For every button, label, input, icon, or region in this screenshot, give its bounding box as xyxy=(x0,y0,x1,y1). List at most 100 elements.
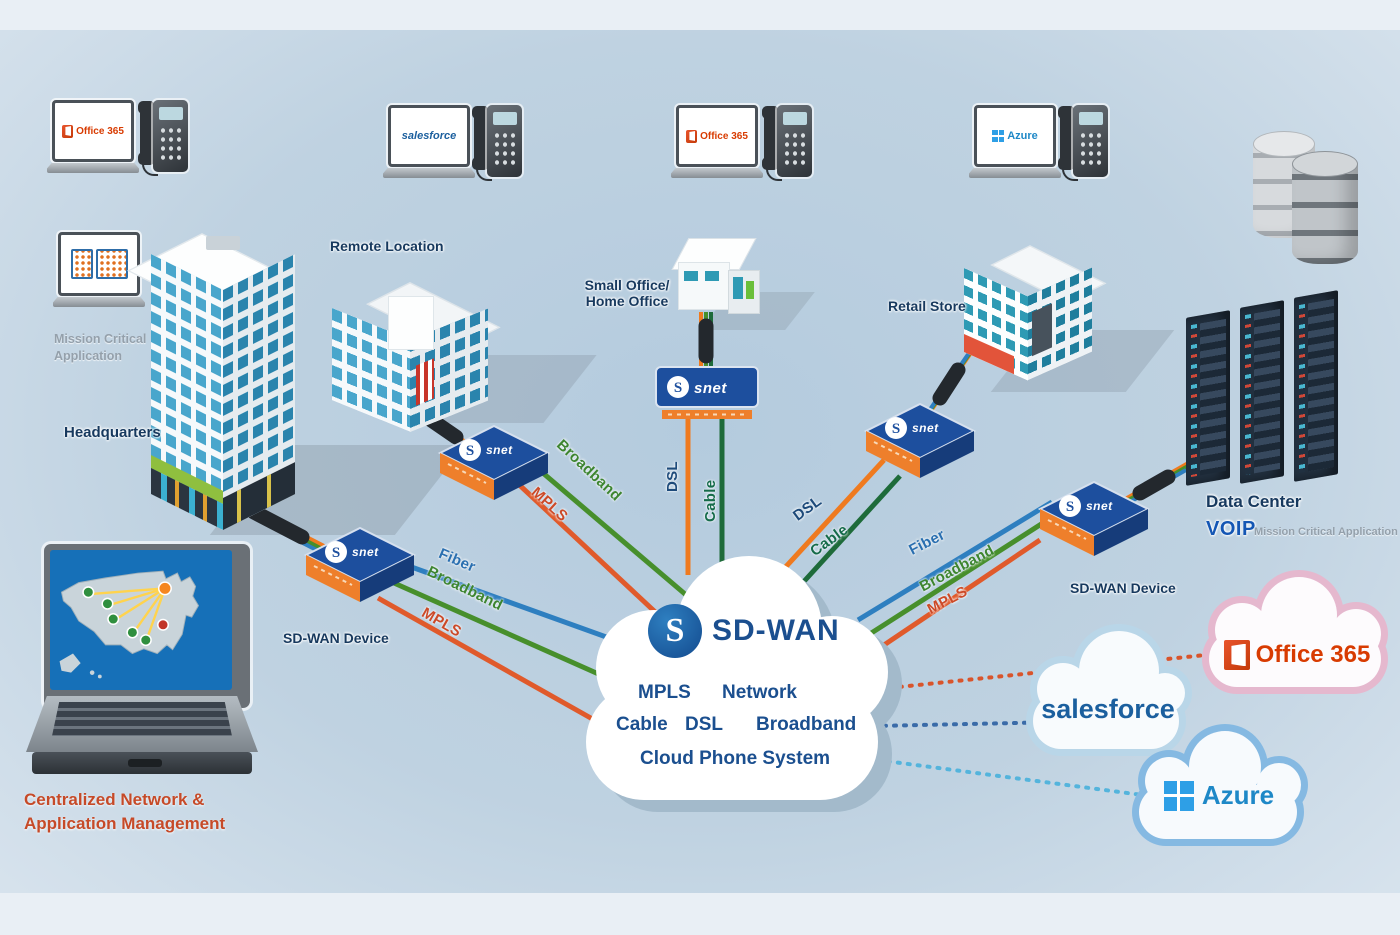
salesforce-cloud-label: salesforce xyxy=(1041,694,1175,724)
database-cylinder-front xyxy=(1292,151,1358,264)
laptop-screen: Office 365 xyxy=(676,105,758,167)
laptop-base xyxy=(383,168,475,178)
mission-critical-label-1: Mission Critical xyxy=(54,332,147,346)
sdwan-device-remote: S snet xyxy=(432,420,554,513)
house-front xyxy=(678,262,730,310)
office365-logo-icon xyxy=(62,124,74,138)
dotted-salesforce-line xyxy=(872,720,1064,728)
server-rack xyxy=(1186,310,1230,486)
azure-cloud: Azure xyxy=(1128,718,1310,858)
hq-base-right xyxy=(223,462,295,530)
salesforce-cloud: salesforce xyxy=(1022,618,1194,770)
remote-entry-detail xyxy=(416,358,434,406)
cloud-body xyxy=(1261,577,1337,653)
laptop-screen-label: Azure xyxy=(1007,130,1038,142)
desk-phone-icon xyxy=(1058,105,1108,181)
sdwan-device-label-hq: SD-WAN Device xyxy=(283,630,389,646)
remote-location-building xyxy=(330,256,501,432)
desk-phone-icon xyxy=(762,105,812,181)
hq-broadband-line xyxy=(383,576,632,691)
laptop-base xyxy=(969,168,1061,178)
laptop-screen: salesforce xyxy=(388,105,470,167)
cloud-body xyxy=(1331,609,1381,659)
server-rack xyxy=(1240,300,1284,484)
snet-logo-icon: S xyxy=(892,421,900,437)
phone-handset xyxy=(138,101,155,165)
retail-store-building xyxy=(962,228,1107,381)
small-office-house xyxy=(671,236,760,316)
soho-cable-label: Cable xyxy=(702,479,719,522)
cloud-item-mpls: MPLS xyxy=(638,682,691,703)
phone-body xyxy=(153,100,188,172)
phone-body xyxy=(487,105,522,177)
remote-center-tower xyxy=(388,296,434,350)
cloud-title: SD-WAN xyxy=(712,614,840,647)
us-map xyxy=(50,550,232,690)
laptop-screen: Azure xyxy=(974,105,1056,167)
phone-cord xyxy=(142,160,158,176)
phone-handset xyxy=(1058,106,1075,170)
bottom-margin xyxy=(0,893,1400,935)
office365-cloud-content: Office 365 xyxy=(1198,640,1396,670)
small-office-label-1: Small Office/ xyxy=(584,277,670,293)
cloud-body xyxy=(1145,673,1185,713)
mission-critical-label-2: Application xyxy=(54,349,123,363)
azure-logo-icon xyxy=(992,130,1005,142)
laptop-front xyxy=(32,752,252,774)
laptop-base xyxy=(53,297,145,307)
dotted-azure-line xyxy=(876,758,1152,798)
voip-label: VOIP xyxy=(1206,518,1256,540)
device-brand-label: snet xyxy=(1086,499,1113,513)
dc-fiber-line xyxy=(856,499,1054,623)
map-rays xyxy=(88,587,167,643)
app-grid-icon xyxy=(95,249,128,279)
azure-cloud-content: Azure xyxy=(1128,780,1310,811)
device-brand-label: snet xyxy=(694,380,727,397)
phone-body xyxy=(777,105,812,177)
azure-cloud-label: Azure xyxy=(1201,780,1275,810)
management-label-1: Centralized Network & xyxy=(24,790,205,809)
phone-cord xyxy=(766,165,782,181)
hq-mpls-line xyxy=(376,595,614,733)
laptop-base xyxy=(47,163,139,173)
data-center-racks xyxy=(1186,290,1346,497)
office365-cloud-label: Office 365 xyxy=(1255,641,1371,668)
remote-mpls-line xyxy=(511,477,670,626)
laptop-screen-label: Office 365 xyxy=(76,125,124,137)
dc-mission-critical-label: Mission Critical Application xyxy=(1254,526,1398,538)
sdwan-device-label-dc: SD-WAN Device xyxy=(1070,580,1176,596)
device-brand-label: snet xyxy=(486,443,513,457)
dc-broadband-line xyxy=(846,518,1048,651)
laptop-screen xyxy=(44,544,250,708)
headquarters-building xyxy=(127,208,298,538)
cloud-body xyxy=(776,616,888,728)
snet-logo-icon: S xyxy=(674,380,682,396)
map-pin-orange xyxy=(157,581,172,596)
cloud-body xyxy=(1257,763,1301,807)
app-grid-icon xyxy=(70,249,93,279)
laptop-keyboard xyxy=(26,696,258,752)
phone-cord xyxy=(476,165,492,181)
sdwan-cloud: S SD-WAN MPLS Network Cable DSL Broadban… xyxy=(572,540,902,830)
headquarters-label: Headquarters xyxy=(64,424,161,441)
retail-store-label: Retail Store xyxy=(888,298,966,314)
laptop-screen: Office 365 xyxy=(52,100,134,162)
endpoint-laptop-office365-soho: Office 365 xyxy=(671,105,763,178)
cloud-item-broadband: Broadband xyxy=(756,714,857,735)
azure-logo-icon xyxy=(1163,780,1194,811)
retail-cable-line xyxy=(796,474,902,590)
phone-body xyxy=(1073,105,1108,177)
laptop-screen xyxy=(58,232,140,296)
management-laptop xyxy=(26,544,258,784)
sdwan-logo-icon: S xyxy=(648,604,702,658)
phone-handset xyxy=(472,106,489,170)
laptop-base xyxy=(671,168,763,178)
small-office-label-2: Home Office xyxy=(585,293,669,309)
hq-face-left xyxy=(151,254,223,530)
desk-phone-icon xyxy=(472,105,522,181)
hq-roof-unit xyxy=(206,236,240,250)
map-pins-green xyxy=(82,586,152,647)
data-center-label: Data Center xyxy=(1206,492,1302,511)
